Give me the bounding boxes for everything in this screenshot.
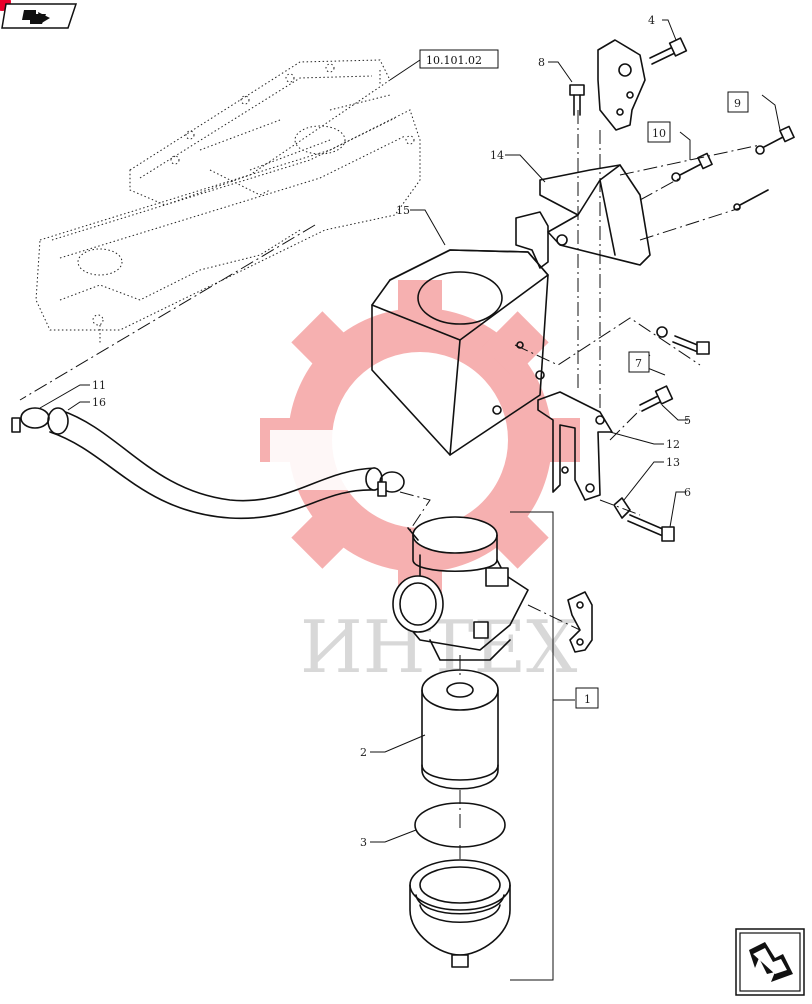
hose-centerline	[399, 491, 431, 531]
bolt-7	[656, 326, 710, 355]
callout-4[interactable]: 4	[648, 14, 655, 27]
callout-box-9	[727, 91, 749, 113]
callout-8[interactable]: 8	[538, 56, 545, 69]
hose-clamp-left	[11, 407, 50, 433]
callout-9[interactable]: 9	[734, 97, 741, 110]
filter-bowl	[409, 859, 511, 968]
callout-5[interactable]: 5	[684, 414, 691, 427]
callout-10[interactable]: 10	[652, 127, 666, 140]
engine-valve-cover	[35, 59, 421, 345]
hose-clamp-right	[377, 471, 405, 497]
bolt-6	[627, 514, 675, 542]
bolt-centerline-stud	[639, 207, 741, 241]
callout-7[interactable]: 7	[635, 357, 642, 370]
callout-16[interactable]: 16	[92, 396, 106, 409]
o-ring	[414, 802, 506, 848]
bolt-4	[649, 37, 688, 65]
callout-2[interactable]: 2	[360, 746, 367, 759]
back-arrow-icon	[0, 0, 78, 29]
callout-11[interactable]: 11	[92, 379, 106, 392]
stud-bolt	[733, 189, 769, 211]
filter-head	[392, 516, 529, 661]
bolt-8	[569, 84, 585, 116]
bracket-plate-upper	[597, 39, 646, 131]
mount-centerline	[527, 604, 581, 631]
reference-box	[419, 49, 499, 69]
bracket-14	[515, 164, 651, 269]
callout-box-1	[575, 687, 599, 709]
fuel-hose	[47, 407, 383, 520]
centerline	[19, 224, 316, 401]
callout-box-7	[628, 351, 650, 373]
ref-leader-line	[389, 59, 421, 81]
callout-3[interactable]: 3	[360, 836, 367, 849]
reference-box-label[interactable]: 10.101.02	[426, 54, 482, 67]
spacer-13	[613, 497, 631, 519]
mounting-plate	[567, 591, 593, 653]
callout-12[interactable]: 12	[666, 438, 680, 451]
bolt-5	[639, 385, 674, 412]
bolt-centerline-5-6	[599, 409, 641, 516]
callout-14[interactable]: 14	[490, 149, 504, 162]
next-arrow-icon	[735, 928, 805, 996]
bolt-9	[755, 125, 795, 155]
bracket-12	[537, 391, 613, 501]
callout-13[interactable]: 13	[666, 456, 680, 469]
bolt-10	[671, 152, 713, 182]
assembly-bracket-line	[510, 511, 554, 981]
bolt-centerline-10	[639, 177, 681, 201]
callout-15[interactable]: 15	[396, 204, 410, 217]
watermark-gear-logo	[260, 280, 580, 600]
callout-1[interactable]: 1	[584, 693, 591, 706]
back-button[interactable]	[0, 0, 78, 30]
callout-box-10	[647, 121, 671, 143]
filter-element	[421, 669, 499, 790]
callout-6[interactable]: 6	[684, 486, 691, 499]
next-button[interactable]	[735, 928, 805, 996]
bolt-centerline-7	[514, 317, 701, 366]
